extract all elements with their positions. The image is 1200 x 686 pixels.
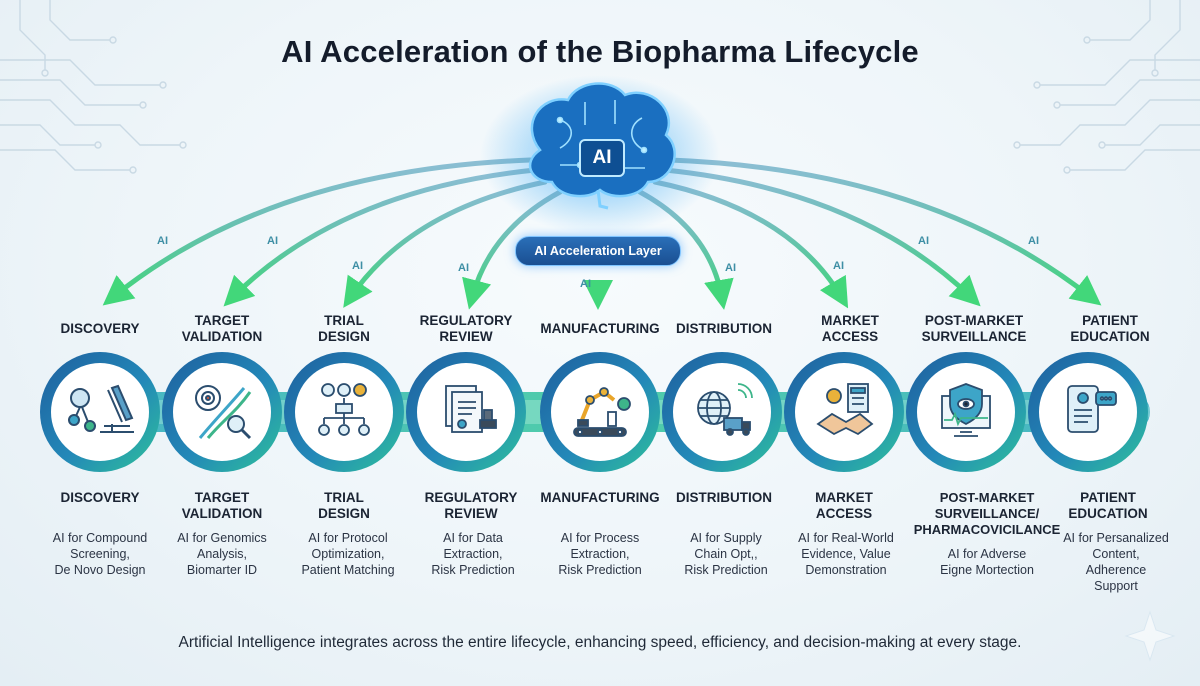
sparkle-watermark (1124, 610, 1176, 662)
acceleration-layer-badge: AI Acceleration Layer (515, 236, 681, 266)
arrow-ai-tag: AI (1028, 235, 1039, 247)
robot-arm-conveyor-icon (573, 387, 631, 437)
tablet-chat-icon (1067, 385, 1117, 433)
arrow-post-market (662, 167, 981, 307)
arrow-regulatory-review (462, 189, 563, 310)
circuit-pattern-right (1013, 0, 1200, 174)
arrow-ai-tag: AI (458, 262, 469, 274)
arrow-trial-design (343, 179, 548, 308)
stage-circle-post-market-surveillance (906, 352, 1026, 472)
stage-circles (40, 352, 1148, 472)
stage-circle-manufacturing (540, 352, 660, 472)
circuit-pattern-left (0, 0, 187, 174)
stage-header-distribution: DISTRIBUTION (676, 321, 772, 336)
arrow-patient-education (667, 157, 1102, 306)
arrow-ai-tag: AI (833, 260, 844, 272)
arrow-ai-tag: AI (918, 235, 929, 247)
brain-ai-label: AI (592, 147, 612, 168)
arrow-ai-tag: AI (267, 235, 278, 247)
stage-circle-distribution (662, 352, 782, 472)
arrow-discovery (102, 157, 533, 306)
arrow-market-access (652, 179, 849, 309)
arrow-ai-tag: AI (352, 260, 363, 272)
stage-title-discovery: DISCOVERY (60, 490, 140, 505)
stage-circle-regulatory-review (406, 352, 526, 472)
arrow-distribution (637, 189, 734, 310)
stage-circle-discovery (40, 352, 160, 472)
arrow-ai-tag: AI (725, 262, 736, 274)
stage-circle-trial-design (284, 352, 404, 472)
dna-target-icon (195, 385, 252, 440)
shield-eye-monitor-icon (941, 383, 991, 437)
stage-title-manufacturing: MANUFACTURING (540, 490, 660, 505)
stage-circle-target-validation (162, 352, 282, 472)
arrow-ai-tag: AI (157, 235, 168, 247)
microscope-molecule-icon (68, 384, 134, 433)
documents-stamp-icon (445, 385, 497, 433)
globe-truck-icon (697, 383, 753, 436)
stage-circle-patient-education (1028, 352, 1148, 472)
arrow-target-validation (223, 167, 538, 307)
stage-title-distribution: DISTRIBUTION (676, 490, 772, 505)
people-flowchart-icon (318, 383, 370, 436)
footer-caption: Artificial Intelligence integrates acros… (178, 634, 1022, 651)
stage-header-discovery: DISCOVERY (60, 321, 140, 336)
page-title: AI Acceleration of the Biopharma Lifecyc… (281, 34, 919, 69)
stage-circle-market-access (784, 352, 904, 472)
handshake-calculator-icon (816, 383, 874, 436)
arrow-ai-tag: AI (580, 278, 591, 290)
stage-header-manufacturing: MANUFACTURING (540, 321, 660, 336)
brain-icon (528, 82, 676, 210)
